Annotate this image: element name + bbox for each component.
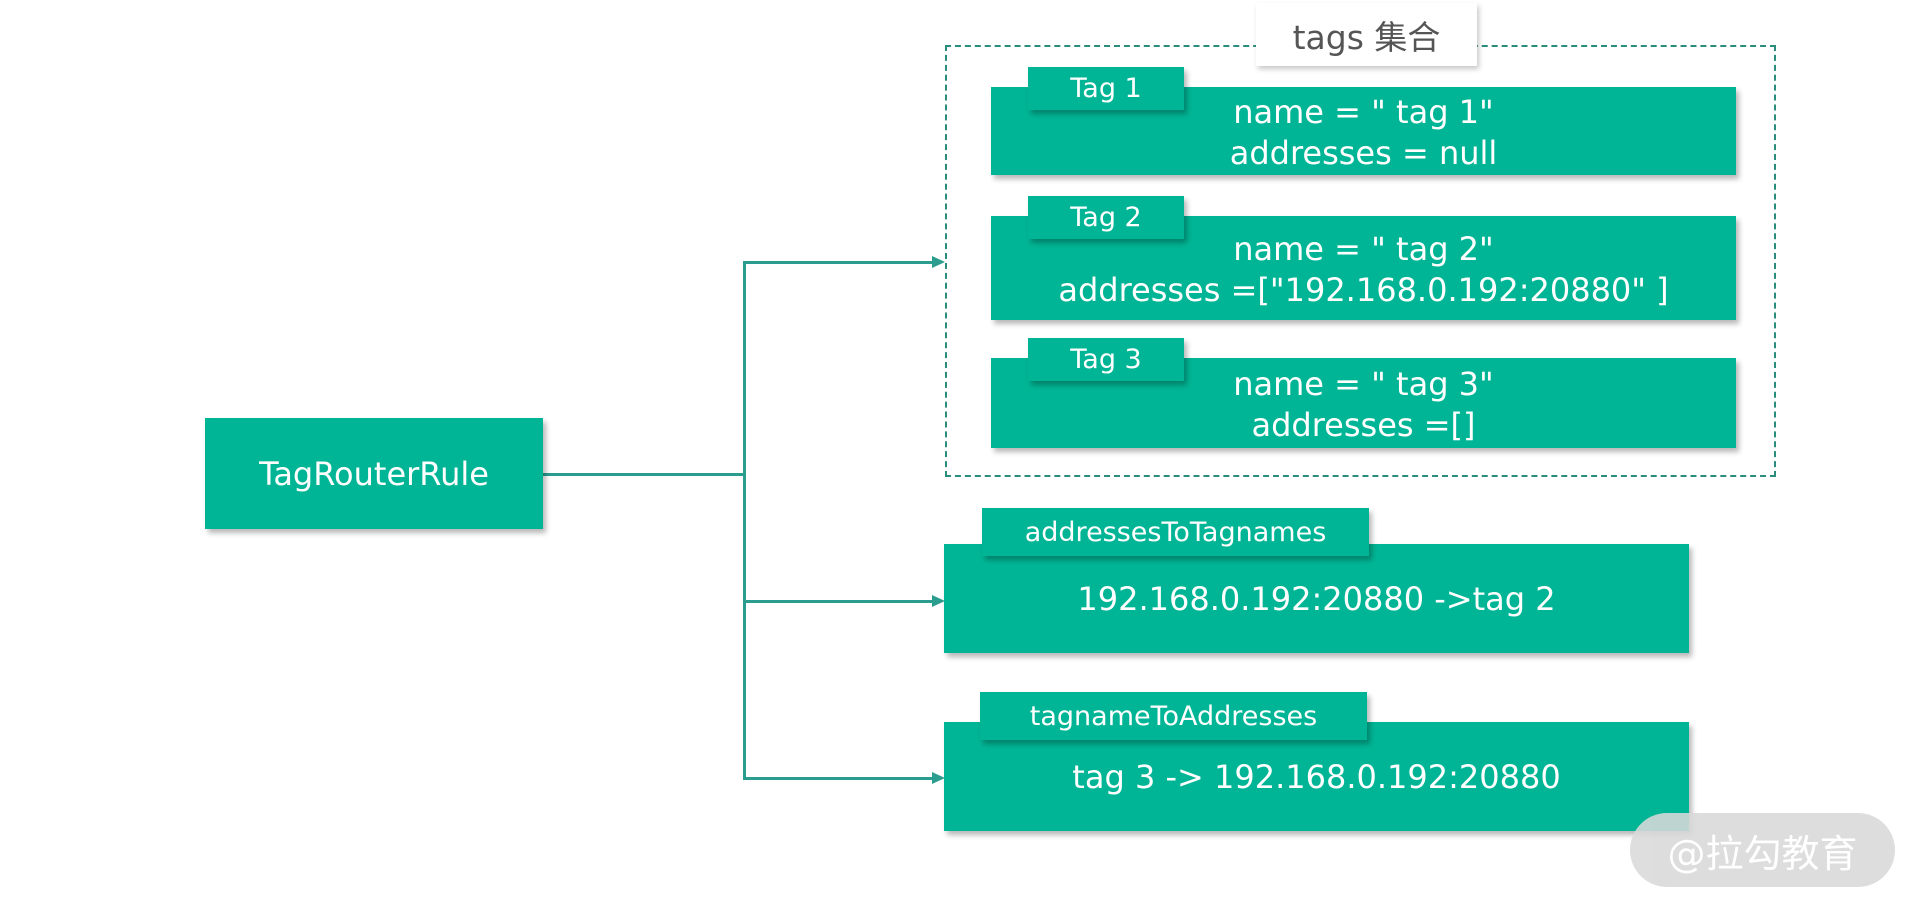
tag-3-name: name = " tag 3" [1233, 365, 1494, 403]
connector-to-tagname-to-addresses [743, 777, 933, 780]
arrow-head-tags-group [932, 256, 945, 268]
tag-2-name: name = " tag 2" [1233, 230, 1494, 268]
tag-router-rule-label: TagRouterRule [259, 454, 489, 493]
addresses-to-tagnames-tab: addressesToTagnames [982, 508, 1369, 556]
tags-group-title: tags 集合 [1256, 3, 1477, 66]
arrow-head-tagname-to-addresses [932, 772, 945, 784]
tag-2-tab: Tag 2 [1028, 196, 1184, 239]
addresses-to-tagnames-value: 192.168.0.192:20880 ->tag 2 [1077, 579, 1556, 618]
tag-router-rule-box: TagRouterRule [205, 418, 543, 529]
connector-root-to-trunk [543, 473, 745, 476]
tag-3-tab: Tag 3 [1028, 338, 1184, 381]
tag-1-box: name = " tag 1" addresses = null [991, 87, 1736, 175]
connector-to-addresses-to-tagnames [743, 600, 933, 603]
tag-1-name: name = " tag 1" [1233, 93, 1494, 131]
tag-1-addresses: addresses = null [1229, 134, 1498, 172]
connector-trunk-vertical [743, 261, 746, 780]
connector-to-tags-group [743, 261, 933, 264]
tagname-to-addresses-box: tag 3 -> 192.168.0.192:20880 [944, 722, 1689, 831]
tagname-to-addresses-tab: tagnameToAddresses [980, 692, 1367, 740]
tag-2-addresses: addresses =["192.168.0.192:20880" ] [1058, 271, 1669, 309]
tag-3-addresses: addresses =[] [1251, 406, 1476, 444]
arrow-head-addresses-to-tagnames [932, 595, 945, 607]
addresses-to-tagnames-box: 192.168.0.192:20880 ->tag 2 [944, 544, 1689, 653]
watermark-logo: @拉勾教育 [1630, 813, 1895, 887]
tag-1-tab: Tag 1 [1028, 67, 1184, 110]
tagname-to-addresses-value: tag 3 -> 192.168.0.192:20880 [1072, 757, 1561, 796]
